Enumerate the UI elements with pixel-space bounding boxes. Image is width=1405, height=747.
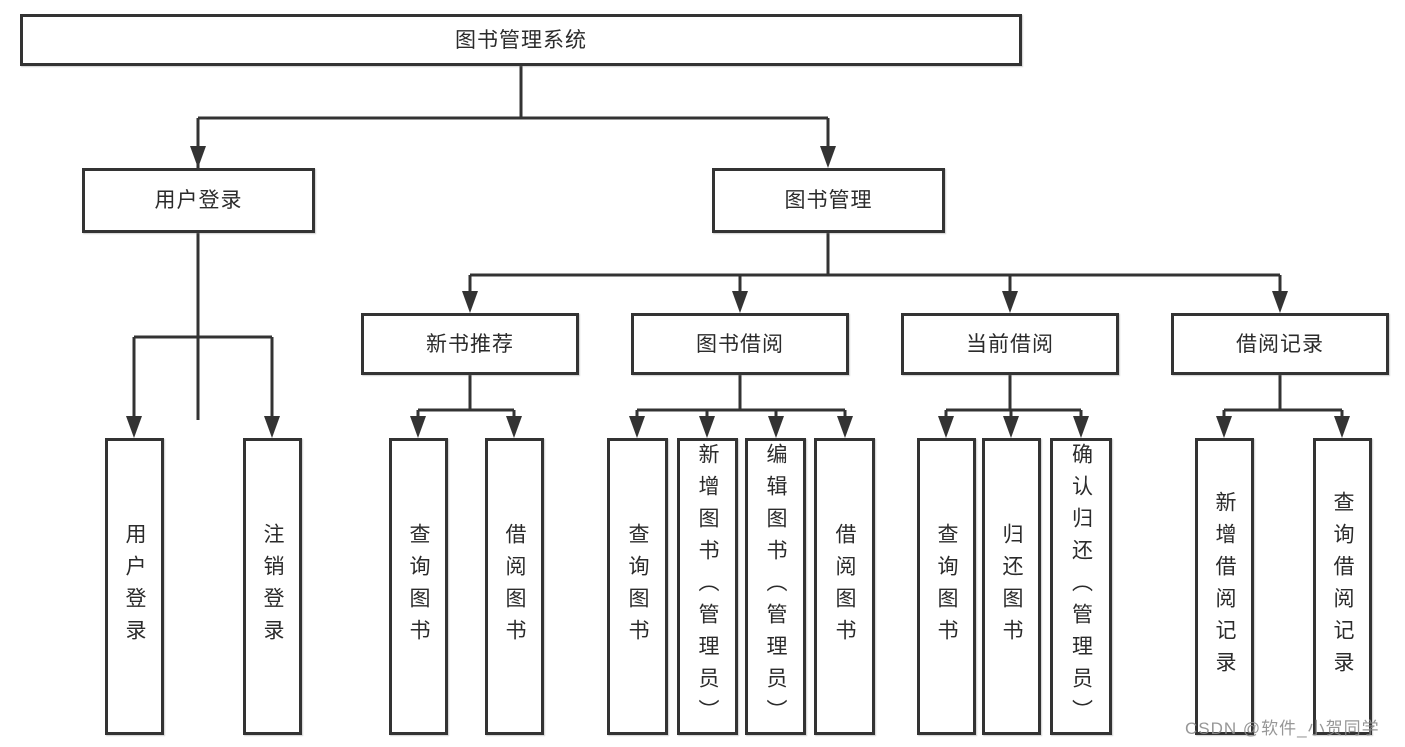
leaf-borrow-book-2: 借阅图书 bbox=[814, 438, 875, 735]
leaf-query-book-1: 查询图书 bbox=[389, 438, 448, 735]
node-library-system: 图书管理系统 bbox=[20, 14, 1022, 66]
leaf-user-login: 用户登录 bbox=[105, 438, 164, 735]
connector-root-to-level2 bbox=[196, 66, 830, 420]
connector-userlogin-split bbox=[132, 335, 274, 420]
leaf-logout: 注销登录 bbox=[243, 438, 302, 735]
connector-current-children bbox=[944, 375, 1083, 420]
leaf-edit-book-admin: 编辑图书（管理员） bbox=[745, 438, 806, 735]
arrowheads bbox=[126, 146, 1350, 438]
node-user-login: 用户登录 bbox=[82, 168, 315, 233]
leaf-return-book: 归还图书 bbox=[982, 438, 1041, 735]
connector-newbook-children bbox=[416, 375, 516, 420]
node-book-borrow: 图书借阅 bbox=[631, 313, 849, 375]
connector-borrow-children bbox=[635, 375, 847, 420]
node-book-management: 图书管理 bbox=[712, 168, 945, 233]
connector-bookmgmt-to-level3 bbox=[468, 233, 1282, 295]
leaf-query-borrow-record: 查询借阅记录 bbox=[1313, 438, 1372, 735]
leaf-query-book-2: 查询图书 bbox=[607, 438, 668, 735]
node-current-borrow: 当前借阅 bbox=[901, 313, 1119, 375]
leaf-borrow-book-1: 借阅图书 bbox=[485, 438, 544, 735]
leaf-add-borrow-record: 新增借阅记录 bbox=[1195, 438, 1254, 735]
node-borrow-records: 借阅记录 bbox=[1171, 313, 1389, 375]
leaf-add-book-admin: 新增图书（管理员） bbox=[677, 438, 738, 735]
csdn-watermark: CSDN @软件_小贺同学 bbox=[1185, 719, 1380, 738]
leaf-confirm-return-admin: 确认归还（管理员） bbox=[1050, 438, 1112, 735]
node-new-book-recommend: 新书推荐 bbox=[361, 313, 579, 375]
leaf-query-book-3: 查询图书 bbox=[917, 438, 976, 735]
connector-records-children bbox=[1222, 375, 1344, 420]
